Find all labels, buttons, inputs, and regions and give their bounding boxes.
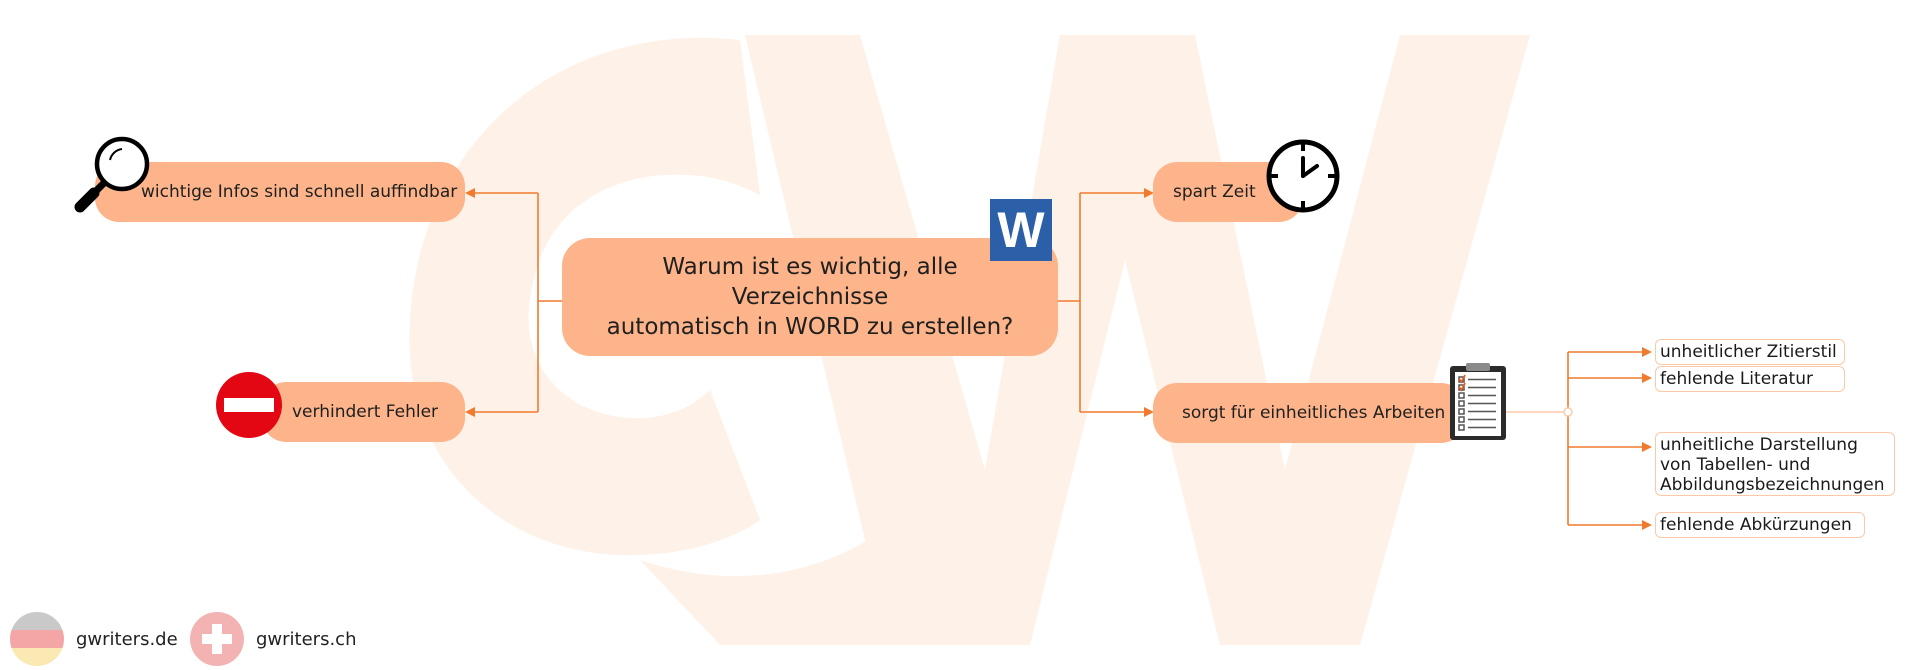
sub-item-darstellung-line1: unheitliche Darstellung <box>1660 435 1858 455</box>
connector-left-trunk <box>537 193 562 412</box>
connector-junction-dot <box>1563 407 1573 417</box>
connector-right-trunk <box>1058 193 1081 412</box>
watermark-w-shape <box>745 35 1530 645</box>
central-question-node: Warum ist es wichtig, alle Verzeichnisse… <box>562 238 1058 356</box>
branch-infos-node: wichtige Infos sind schnell auffindbar <box>95 162 465 222</box>
central-question-line1: Warum ist es wichtig, alle Verzeichnisse <box>662 254 958 310</box>
watermark-g-shape <box>409 37 760 556</box>
sub-item-zitierstil-label: unheitlicher Zitierstil <box>1660 342 1837 362</box>
branch-infos-label: wichtige Infos sind schnell auffindbar <box>141 182 458 202</box>
sub-item-darstellung: unheitliche Darstellung von Tabellen- un… <box>1655 432 1895 496</box>
magnifier-icon <box>74 136 150 213</box>
germany-flag-icon <box>10 612 64 666</box>
sub-item-literatur-label: fehlende Literatur <box>1660 369 1813 389</box>
sub-item-darstellung-line2: von Tabellen- und <box>1660 455 1811 475</box>
footer-de-label: gwriters.de <box>76 628 178 650</box>
central-question-line2: automatisch in WORD zu erstellen? <box>606 314 1014 340</box>
footer-de-link[interactable]: gwriters.de <box>10 612 178 666</box>
footer-ch-label: gwriters.ch <box>256 628 357 650</box>
no-entry-icon <box>216 372 282 438</box>
clipboard-checklist-icon <box>1450 363 1506 440</box>
clock-icon <box>1266 139 1340 213</box>
branch-arbeiten-node: sorgt für einheitliches Arbeiten <box>1153 383 1465 443</box>
branch-fehler-label: verhindert Fehler <box>292 402 439 422</box>
sub-item-darstellung-line3: Abbildungsbezeichnungen <box>1660 475 1885 495</box>
word-icon-letter: W <box>997 202 1045 258</box>
branch-arbeiten-label: sorgt für einheitliches Arbeiten <box>1182 403 1446 423</box>
sub-item-literatur: fehlende Literatur <box>1655 366 1845 392</box>
branch-fehler-node: verhindert Fehler <box>262 382 465 442</box>
central-question-text: Warum ist es wichtig, alle Verzeichnisse… <box>582 252 1038 342</box>
sub-item-zitierstil: unheitlicher Zitierstil <box>1655 339 1845 365</box>
word-icon: W <box>990 199 1052 261</box>
footer-ch-link[interactable]: gwriters.ch <box>190 612 357 666</box>
branch-zeit-label: spart Zeit <box>1173 182 1256 202</box>
sub-item-abkuerzungen-label: fehlende Abkürzungen <box>1660 515 1852 535</box>
sub-item-abkuerzungen: fehlende Abkürzungen <box>1655 512 1865 538</box>
switzerland-flag-icon <box>190 612 244 666</box>
watermark-g-lower <box>640 500 920 645</box>
